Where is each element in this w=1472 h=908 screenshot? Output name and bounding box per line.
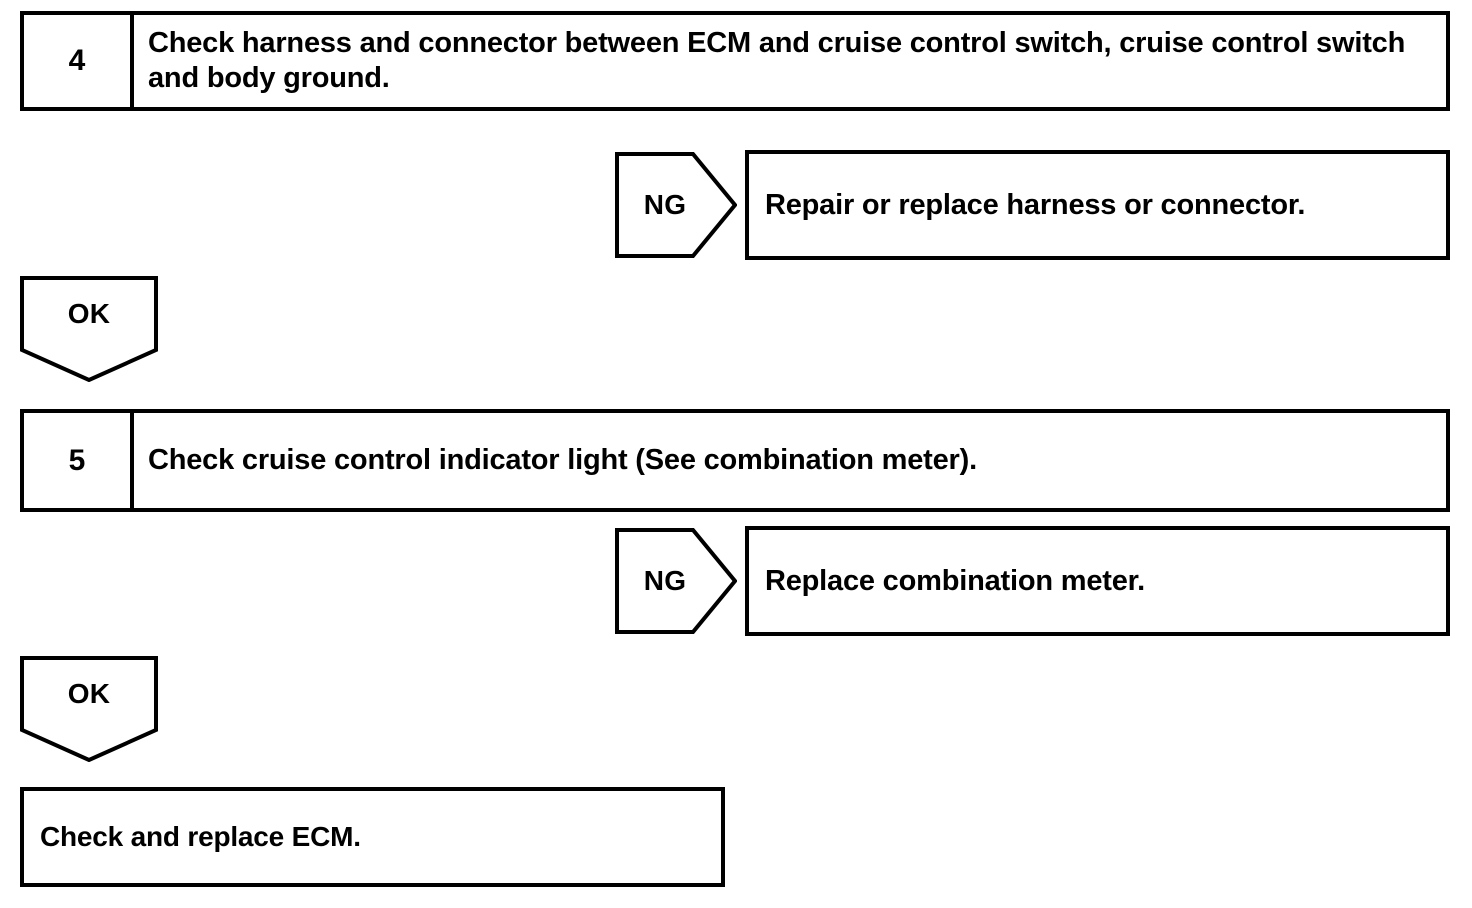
ng-arrow-shape-icon xyxy=(615,528,737,634)
ok-arrow-2: OK xyxy=(20,656,158,762)
step-text-5: Check cruise control indicator light (Se… xyxy=(148,443,977,476)
ng-arrow-label-2: NG xyxy=(643,565,687,596)
step-box-4: 4 Check harness and connector between EC… xyxy=(20,11,1450,111)
ok-arrow-1: OK xyxy=(20,276,158,382)
final-result-box: Check and replace ECM. xyxy=(20,787,725,887)
ng-result-box-1: Repair or replace harness or connector. xyxy=(745,150,1450,260)
step-box-5: 5 Check cruise control indicator light (… xyxy=(20,409,1450,512)
ng-arrow-shape-icon xyxy=(615,152,737,258)
ok-arrow-shape-icon xyxy=(20,276,158,382)
ok-arrow-shape-icon xyxy=(20,656,158,762)
step-number-4: 4 xyxy=(24,15,134,107)
step-text-4: Check harness and connector between ECM … xyxy=(148,26,1406,94)
ng-arrow-2: NG xyxy=(615,528,737,634)
ok-arrow-label-2: OK xyxy=(67,678,111,709)
ng-result-box-2: Replace combination meter. xyxy=(745,526,1450,636)
step-number-5: 5 xyxy=(24,413,134,508)
ng-arrow-1: NG xyxy=(615,152,737,258)
ok-arrow-label-1: OK xyxy=(67,298,111,329)
ng-arrow-label-1: NG xyxy=(643,189,687,220)
